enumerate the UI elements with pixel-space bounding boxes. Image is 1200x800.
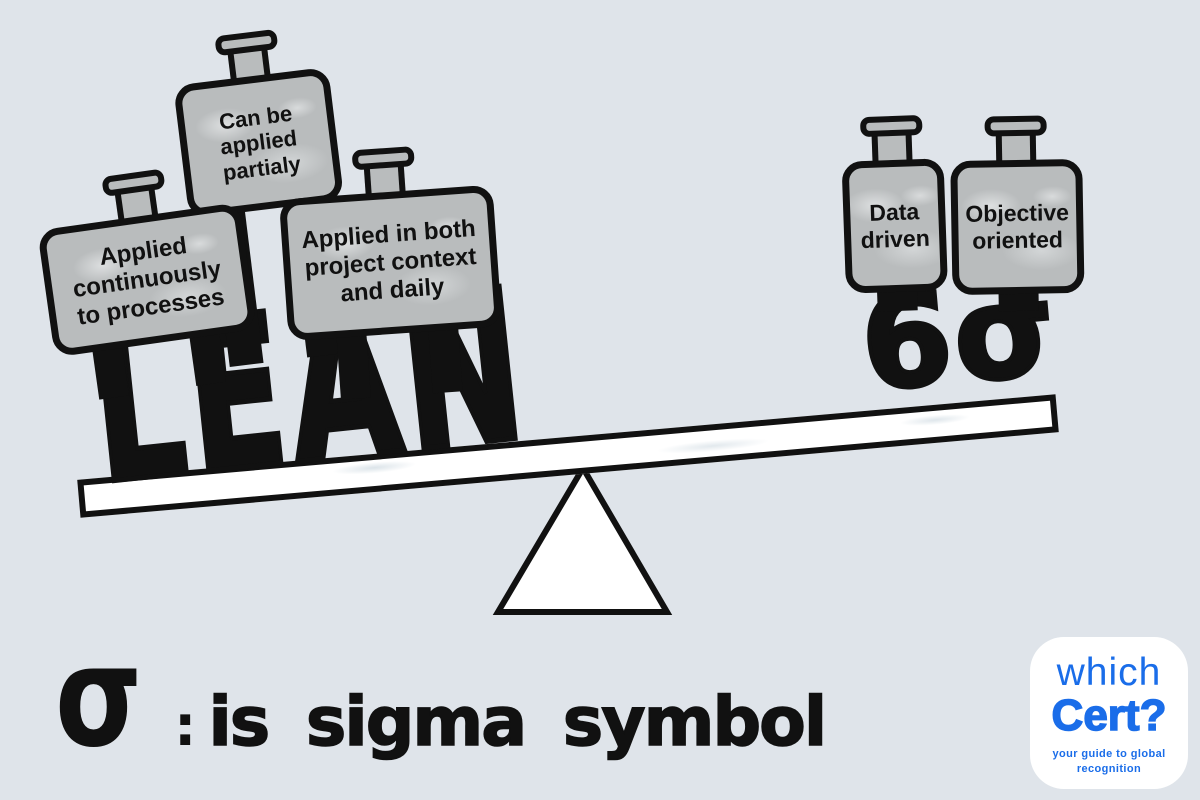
logo-tagline-line2: recognition <box>1076 762 1142 775</box>
weight-data-driven: Data driven <box>840 114 949 312</box>
weight-body: Data driven <box>841 158 949 294</box>
weight-label-line: Data <box>868 198 920 227</box>
weight-label-line: oriented <box>972 226 1064 254</box>
logo-which-text: which <box>1056 651 1162 694</box>
weight-body: Objective oriented <box>950 158 1085 296</box>
weight-label-line: and daily <box>339 273 446 308</box>
whichcert-logo: which Cert? your guide to global recogni… <box>1030 637 1188 789</box>
weight-applied-continuously: Applied continuously to processes <box>31 159 257 400</box>
weight-cap <box>351 146 415 171</box>
logo-cert-text: Cert? <box>1051 690 1167 740</box>
weight-applied-in-both: Applied in both project context and dail… <box>276 141 503 400</box>
weight-body: Applied in both project context and dail… <box>278 184 503 342</box>
weight-cap <box>859 114 923 138</box>
sigma-caption: σ:is sigma symbol <box>55 616 828 779</box>
weight-label-line: driven <box>860 224 931 254</box>
weight-label-line: Objective <box>965 199 1070 228</box>
weight-cap <box>984 115 1047 137</box>
sigma-symbol: σ <box>55 616 143 779</box>
weight-objective-oriented: Objective oriented <box>949 115 1085 312</box>
logo-tagline: your guide to global recognition <box>1030 747 1188 776</box>
caption-separator: : <box>174 694 197 759</box>
logo-tagline-line1: your guide to global <box>1052 748 1166 761</box>
caption-text: is sigma symbol <box>208 682 828 763</box>
